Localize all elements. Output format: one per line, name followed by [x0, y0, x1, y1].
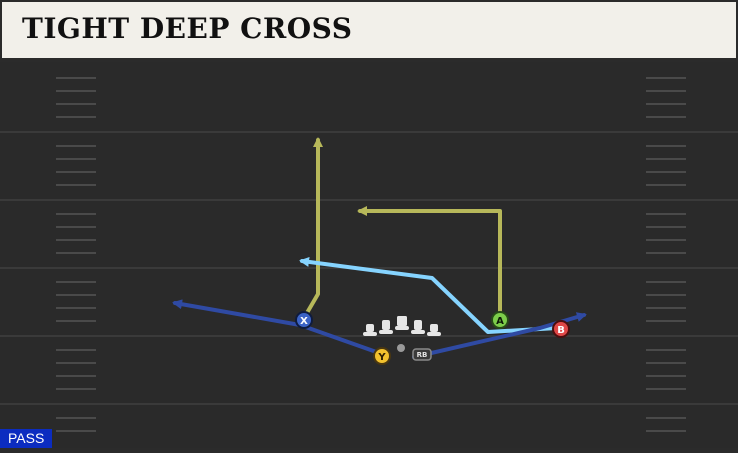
player-x-label: X: [300, 316, 308, 327]
play-diagram: X A B Y RB: [0, 77, 738, 432]
play-title: TIGHT DEEP CROSS: [22, 12, 353, 45]
center-icon: [395, 316, 409, 330]
y-route: [172, 299, 384, 356]
player-y: Y: [373, 347, 391, 365]
player-y-label: Y: [377, 352, 386, 363]
b-route: [412, 312, 587, 359]
player-rb: RB: [412, 348, 432, 361]
player-x: X: [295, 311, 313, 329]
play-type-badge: PASS: [0, 429, 53, 448]
x-route: [302, 137, 323, 320]
player-a: A: [491, 311, 509, 329]
offensive-line: [363, 316, 441, 352]
right-hash-marks: [646, 77, 686, 432]
lineman-icon: [379, 320, 393, 334]
lineman-icon: [411, 320, 425, 334]
player-a-label: A: [496, 316, 504, 327]
routes: [172, 137, 587, 359]
a-route: [357, 206, 502, 320]
play-header: TIGHT DEEP CROSS: [0, 0, 738, 62]
player-b: B: [552, 320, 570, 338]
left-hash-marks: [56, 77, 96, 432]
play-title-panel: TIGHT DEEP CROSS: [2, 2, 736, 58]
playbook-field: X A B Y RB PASS: [0, 62, 738, 448]
lineman-icon: [363, 324, 377, 336]
rb-route: [299, 256, 559, 334]
quarterback-dot: [397, 344, 405, 352]
player-b-label: B: [557, 325, 565, 336]
lineman-icon: [427, 324, 441, 336]
player-rb-label: RB: [417, 351, 428, 359]
